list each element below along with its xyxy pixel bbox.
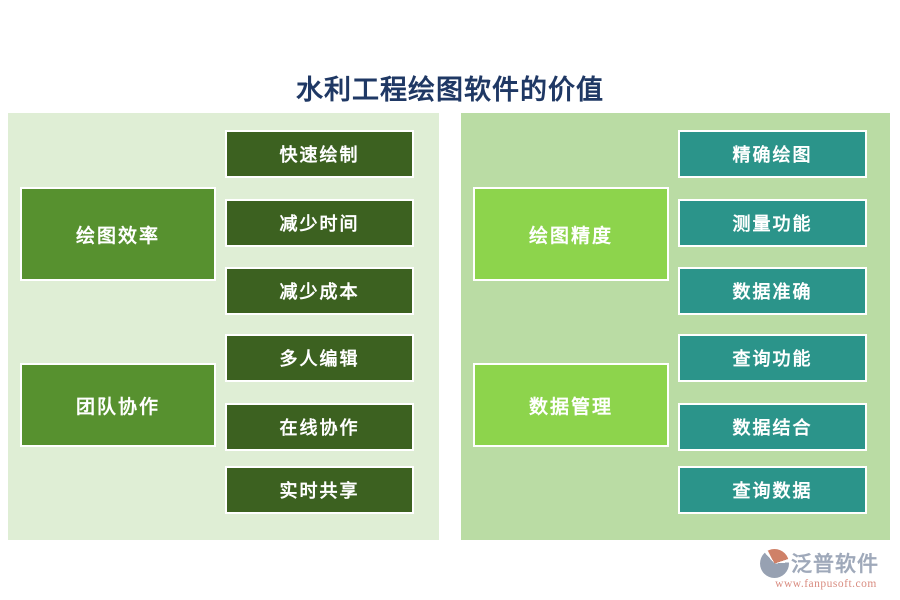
- category-label: 绘图效率: [75, 225, 160, 247]
- item-label: 数据结合: [732, 418, 813, 438]
- item-label: 减少时间: [279, 214, 360, 234]
- item-label: 减少成本: [279, 282, 360, 302]
- left-panel: 绘图效率 团队协作 快速绘制 减少时间 减少成本 多人编辑 在线协作 实时共享: [8, 113, 439, 540]
- brand-name: 泛普软件: [791, 552, 879, 576]
- item-label: 测量功能: [732, 214, 813, 234]
- item-box: 快速绘制: [225, 130, 414, 178]
- item-label: 查询功能: [732, 349, 813, 369]
- item-box: 查询功能: [678, 334, 867, 382]
- item-box: 数据结合: [678, 403, 867, 451]
- brand-watermark: 泛普软件 www.fanpusoft.com: [760, 548, 892, 590]
- brand-url: www.fanpusoft.com: [775, 578, 877, 590]
- item-label: 实时共享: [279, 481, 360, 501]
- item-box: 查询数据: [678, 466, 867, 514]
- fanpu-logo-icon: [760, 548, 789, 578]
- item-label: 在线协作: [279, 418, 360, 438]
- item-label: 数据准确: [732, 282, 813, 302]
- item-box: 多人编辑: [225, 334, 414, 382]
- item-label: 多人编辑: [279, 349, 360, 369]
- item-box: 减少成本: [225, 267, 414, 315]
- item-label: 精确绘图: [732, 145, 813, 165]
- category-label: 绘图精度: [528, 225, 613, 247]
- item-box: 减少时间: [225, 199, 414, 247]
- item-box: 在线协作: [225, 403, 414, 451]
- item-label: 快速绘制: [279, 145, 360, 165]
- category-box-team-collaboration: 团队协作: [20, 363, 216, 447]
- right-panel: 绘图精度 数据管理 精确绘图 测量功能 数据准确 查询功能 数据结合 查询数据: [461, 113, 890, 540]
- category-label: 数据管理: [528, 396, 613, 418]
- page-title: 水利工程绘图软件的价值: [296, 75, 604, 106]
- item-box: 实时共享: [225, 466, 414, 514]
- item-label: 查询数据: [732, 481, 813, 501]
- item-box: 测量功能: [678, 199, 867, 247]
- category-box-data-management: 数据管理: [473, 363, 669, 447]
- item-box: 数据准确: [678, 267, 867, 315]
- item-box: 精确绘图: [678, 130, 867, 178]
- category-label: 团队协作: [75, 396, 160, 418]
- category-box-drawing-precision: 绘图精度: [473, 187, 669, 281]
- category-box-drawing-efficiency: 绘图效率: [20, 187, 216, 281]
